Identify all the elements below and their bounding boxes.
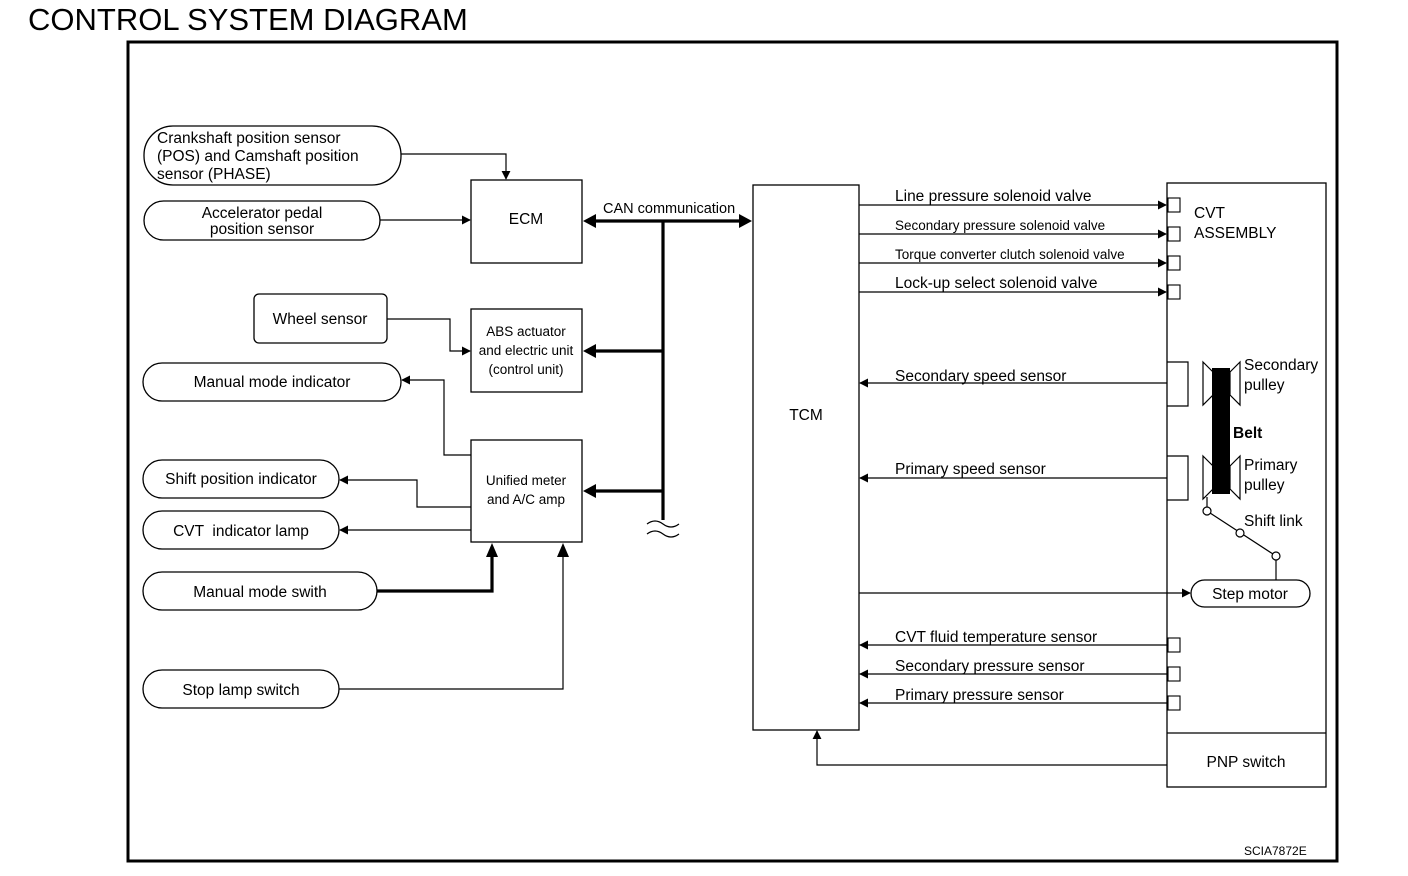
svg-text:ABS actuator: ABS actuator bbox=[486, 324, 566, 339]
accelerator-sensor: Accelerator pedal position sensor bbox=[143, 200, 381, 241]
svg-text:Step motor: Step motor bbox=[1212, 586, 1288, 603]
accel-line1: Accelerator pedal bbox=[202, 205, 323, 222]
tcm-output-lines bbox=[859, 200, 1167, 297]
shift-position-indicator: Shift position indicator bbox=[142, 459, 340, 499]
crank-to-ecm-line bbox=[401, 153, 511, 180]
wheel-sensor: Wheel sensor bbox=[253, 293, 388, 344]
svg-text:Wheel sensor: Wheel sensor bbox=[273, 311, 368, 328]
pnp-to-tcm-line bbox=[812, 730, 1167, 766]
primary-pulley-label-line2: pulley bbox=[1244, 477, 1285, 494]
svg-text:Manual mode swith: Manual mode swith bbox=[193, 584, 327, 601]
svg-text:(control unit): (control unit) bbox=[488, 362, 563, 377]
svg-text:CVT indicator lamp: CVT indicator lamp bbox=[173, 523, 309, 540]
svg-text:Manual mode indicator: Manual mode indicator bbox=[194, 374, 351, 391]
cvt-assembly-label-line2: ASSEMBLY bbox=[1194, 225, 1276, 242]
crank-cam-line2: (POS) and Camshaft position bbox=[157, 148, 359, 165]
cvt-assembly-label-line1: CVT bbox=[1194, 205, 1226, 222]
secondary-pressure-sensor-label: Secondary pressure sensor bbox=[895, 658, 1085, 675]
stop-lamp-switch: Stop lamp switch bbox=[142, 669, 340, 709]
svg-text:Stop lamp switch: Stop lamp switch bbox=[182, 682, 299, 699]
wheel-to-abs-line bbox=[387, 318, 471, 356]
svg-text:and A/C amp: and A/C amp bbox=[487, 492, 565, 507]
shift-link-label: Shift link bbox=[1244, 513, 1303, 530]
svg-text:Unified meter: Unified meter bbox=[486, 473, 567, 488]
stop-lamp-to-meter-line bbox=[339, 556, 564, 690]
tcm-box: TCM bbox=[752, 184, 860, 731]
primary-pulley-icon bbox=[1202, 454, 1241, 501]
manual-switch-to-meter-line bbox=[377, 556, 494, 593]
manual-mode-indicator: Manual mode indicator bbox=[142, 362, 402, 402]
can-communication-label: CAN communication bbox=[603, 201, 735, 217]
primary-speed-label: Primary speed sensor bbox=[895, 461, 1046, 478]
crank-cam-line3: sensor (PHASE) bbox=[157, 166, 271, 183]
meter-to-manual-indicator-line bbox=[401, 375, 471, 456]
can-bus-break-symbol bbox=[646, 520, 680, 538]
svg-text:and electric unit: and electric unit bbox=[479, 343, 574, 358]
line-pressure-solenoid-label: Line pressure solenoid valve bbox=[895, 188, 1091, 205]
cvt-assembly-box bbox=[1166, 182, 1327, 788]
sensor-terminals bbox=[1167, 637, 1181, 711]
lockup-select-solenoid-label: Lock-up select solenoid valve bbox=[895, 275, 1097, 292]
abs-unit-box: ABS actuator and electric unit (control … bbox=[470, 308, 583, 393]
pnp-switch-label: PNP switch bbox=[1207, 754, 1286, 771]
lower-sensor-lines bbox=[859, 640, 1167, 708]
primary-pressure-sensor-label: Primary pressure sensor bbox=[895, 687, 1064, 704]
tcc-solenoid-label: Torque converter clutch solenoid valve bbox=[895, 247, 1125, 262]
meter-to-shift-indicator-line bbox=[339, 475, 471, 508]
secondary-speed-label: Secondary speed sensor bbox=[895, 368, 1066, 385]
svg-text:TCM: TCM bbox=[789, 407, 823, 424]
solenoid-terminals bbox=[1167, 197, 1181, 300]
secondary-pulley-label-line1: Secondary bbox=[1244, 357, 1318, 374]
page-title: CONTROL SYSTEM DIAGRAM bbox=[28, 2, 468, 37]
cvt-indicator-lamp: CVT indicator lamp bbox=[142, 510, 340, 550]
diagram-frame bbox=[126, 40, 1339, 863]
ecm-box: ECM bbox=[470, 179, 583, 264]
secondary-pressure-solenoid-label: Secondary pressure solenoid valve bbox=[895, 218, 1105, 233]
crank-cam-sensor: Crankshaft position sensor (POS) and Cam… bbox=[143, 125, 402, 186]
accel-line2: position sensor bbox=[210, 221, 314, 238]
secondary-pulley-label-line2: pulley bbox=[1244, 377, 1285, 394]
primary-pulley-label-line1: Primary bbox=[1244, 457, 1298, 474]
step-motor: Step motor bbox=[1190, 579, 1311, 608]
fluid-temp-sensor-label: CVT fluid temperature sensor bbox=[895, 629, 1097, 646]
belt-label: Belt bbox=[1233, 425, 1262, 442]
figure-code: SCIA7872E bbox=[1244, 844, 1307, 858]
belt-icon bbox=[1212, 368, 1230, 494]
svg-text:ECM: ECM bbox=[509, 211, 543, 228]
manual-mode-switch: Manual mode swith bbox=[142, 571, 378, 611]
shift-link-icon bbox=[1202, 497, 1281, 580]
crank-cam-line1: Crankshaft position sensor bbox=[157, 130, 341, 147]
svg-text:Shift position indicator: Shift position indicator bbox=[165, 471, 317, 488]
unified-meter-box: Unified meter and A/C amp bbox=[470, 439, 583, 543]
